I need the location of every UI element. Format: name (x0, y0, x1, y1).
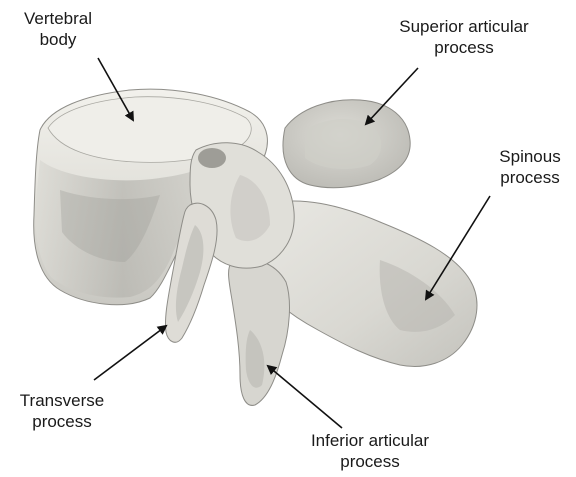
label-transverse-line1: Transverse (6, 390, 118, 411)
label-spinous-process: Spinous process (488, 146, 572, 188)
label-spinous-line1: Spinous (488, 146, 572, 167)
label-spinous-line2: process (488, 167, 572, 188)
label-vertebral-body-line2: body (12, 29, 104, 50)
label-transverse-process: Transverse process (6, 390, 118, 432)
label-superior-articular-process: Superior articular process (384, 16, 544, 58)
label-inferior-articular-process: Inferior articular process (288, 430, 452, 472)
label-inferior-articular-line2: process (288, 451, 452, 472)
superior-articular-process-shape (283, 100, 410, 188)
label-superior-articular-line2: process (384, 37, 544, 58)
label-vertebral-body-line1: Vertebral (12, 8, 104, 29)
label-vertebral-body: Vertebral body (12, 8, 104, 50)
arrow-inferior-articular (268, 366, 342, 428)
label-superior-articular-line1: Superior articular (384, 16, 544, 37)
label-transverse-line2: process (6, 411, 118, 432)
arrow-transverse (94, 326, 166, 380)
inferior-articular-process-shape (229, 259, 290, 405)
label-inferior-articular-line1: Inferior articular (288, 430, 452, 451)
